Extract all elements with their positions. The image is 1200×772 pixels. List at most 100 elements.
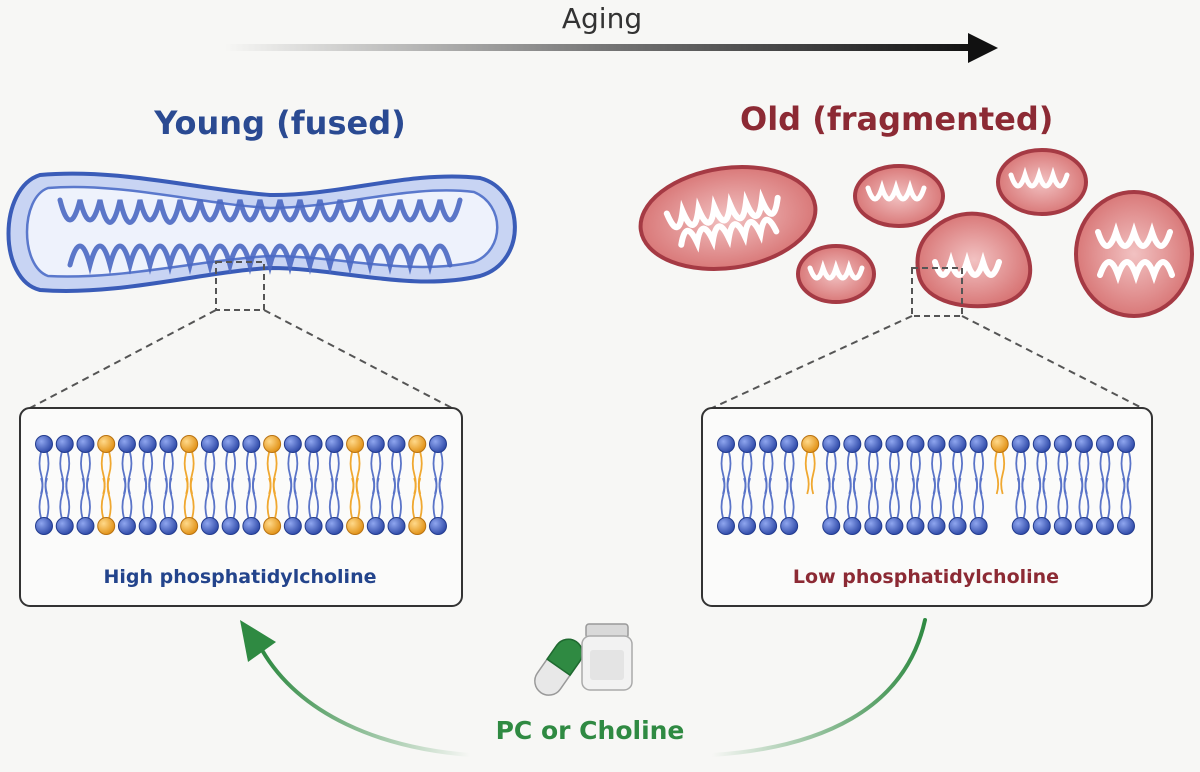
lipid-head — [55, 435, 74, 453]
lipid-tail — [747, 477, 753, 519]
lipid-tail — [266, 477, 272, 519]
high-pc-label: High phosphatidylcholine — [103, 566, 377, 588]
lipid-tail — [44, 477, 50, 519]
lipid-head — [138, 435, 157, 453]
lipid-head — [1032, 435, 1051, 453]
lipid-head — [885, 517, 904, 535]
lipid-head — [283, 517, 302, 535]
pc-lipid-head — [263, 517, 282, 535]
lipid-tail — [1042, 477, 1048, 519]
lipid-tail — [768, 477, 774, 519]
lipid-head — [822, 517, 841, 535]
lipid-head — [843, 517, 862, 535]
lipid-head — [738, 517, 757, 535]
old-membrane — [717, 435, 1135, 535]
lipid-tail — [376, 477, 382, 519]
old-fragment — [638, 164, 818, 272]
lipid-head — [55, 517, 74, 535]
lipid-tail — [432, 477, 438, 519]
lipid-head — [948, 435, 967, 453]
lipid-head — [1117, 435, 1135, 453]
lipid-tail — [100, 477, 106, 519]
lipid-head — [325, 517, 344, 535]
lipid-head — [717, 517, 735, 535]
lipid-tail — [1120, 477, 1126, 519]
lipid-tail — [952, 477, 957, 519]
lipid-head — [221, 435, 240, 453]
lipid-tail — [1105, 477, 1111, 519]
pc-lipid-head — [180, 517, 199, 535]
lipid-head — [138, 517, 157, 535]
lipid-tail — [65, 477, 71, 519]
lipid-tail — [38, 477, 44, 519]
lipid-tail — [349, 477, 355, 519]
lipid-tail — [867, 477, 873, 519]
lipid-tail — [417, 477, 423, 519]
lipid-head — [221, 517, 240, 535]
lipid-tail — [287, 477, 293, 519]
lipid-tail — [210, 477, 216, 519]
lipid-head — [366, 517, 385, 535]
lipid-tail — [741, 477, 747, 519]
lipid-tail — [397, 477, 402, 519]
lipid-head — [35, 435, 53, 453]
lipid-head — [304, 435, 323, 453]
lipid-head — [948, 517, 967, 535]
lipid-head — [200, 435, 219, 453]
lipid-tail — [994, 451, 1000, 495]
treatment-label: PC or Choline — [495, 716, 685, 745]
lipid-tail — [889, 477, 894, 519]
lipid-tail — [1057, 477, 1063, 519]
lipid-tail — [59, 477, 65, 519]
lipid-head — [717, 435, 735, 453]
lipid-head — [780, 435, 799, 453]
lipid-tail — [1078, 477, 1084, 519]
lipid-head — [325, 435, 344, 453]
lipid-tail — [163, 477, 168, 519]
old-fragment — [796, 244, 876, 304]
lipid-tail — [80, 477, 85, 519]
old-zoom-box — [911, 267, 963, 317]
old-mitochondria-fragments — [638, 148, 1194, 318]
lipid-tail — [726, 477, 732, 519]
lipid-head — [159, 517, 178, 535]
lipid-head — [927, 517, 946, 535]
lipid-tail — [370, 477, 376, 519]
lipid-head — [1053, 517, 1072, 535]
lipid-head — [200, 517, 219, 535]
lipid-tail — [1000, 451, 1006, 495]
lipid-tail — [720, 477, 726, 519]
lipid-head — [35, 517, 53, 535]
lipid-head — [738, 435, 757, 453]
lipid-head — [429, 435, 447, 453]
aging-label: Aging — [561, 2, 643, 35]
lipid-tail — [1063, 477, 1069, 519]
lipid-tail — [245, 477, 251, 519]
lipid-tail — [1021, 477, 1027, 519]
lipid-tail — [910, 477, 915, 519]
lipid-tail — [391, 477, 396, 519]
lipid-head — [822, 435, 841, 453]
lipid-head — [885, 435, 904, 453]
old-fragment — [1074, 190, 1194, 318]
lipid-tail — [142, 477, 148, 519]
lipid-tail — [762, 477, 768, 519]
capsule-icon — [534, 638, 584, 696]
lipid-tail — [895, 477, 900, 519]
lipid-tail — [1084, 477, 1090, 519]
pc-lipid-head — [97, 435, 116, 453]
lipid-tail — [973, 477, 979, 519]
lipid-tail — [86, 477, 91, 519]
lipid-tail — [225, 477, 231, 519]
treatment-arrow — [240, 618, 927, 757]
lipid-tail — [231, 477, 237, 519]
lipid-head — [242, 517, 261, 535]
lipid-tail — [916, 477, 921, 519]
lipid-head — [1117, 517, 1135, 535]
lipid-head — [117, 435, 136, 453]
lipid-head — [969, 435, 988, 453]
lipid-tail — [411, 477, 417, 519]
lipid-head — [387, 435, 406, 453]
lipid-head — [843, 435, 862, 453]
